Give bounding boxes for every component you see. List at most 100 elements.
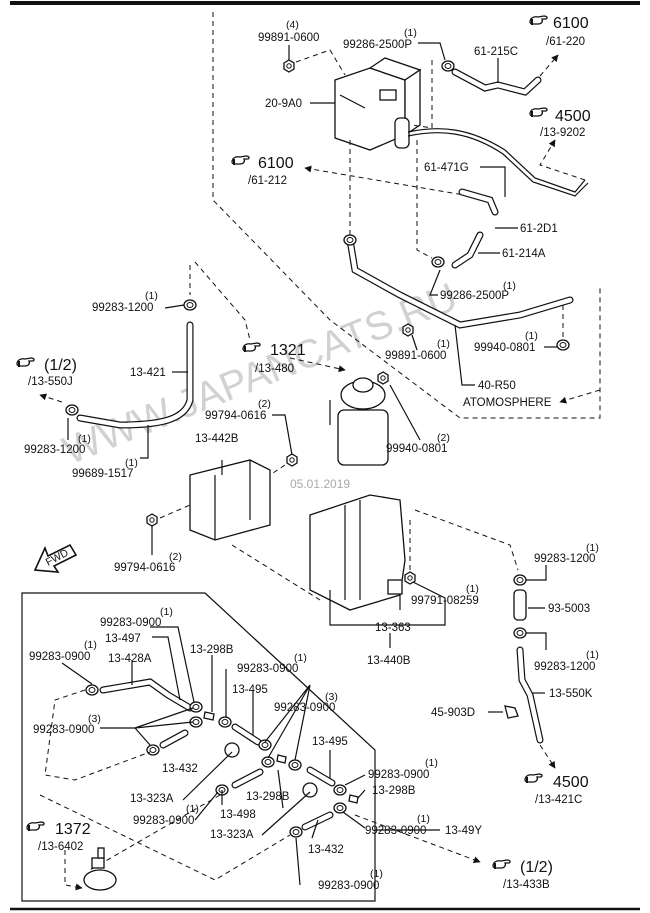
ref-1321-13-480[interactable]: 1321 /13-480 [242, 342, 306, 375]
svg-text:/13-6402: /13-6402 [38, 841, 83, 853]
part-number-label: 99283-0900 [368, 769, 429, 781]
part-quantity: (1) [437, 338, 450, 350]
part-number-label: 13-49Y [445, 825, 482, 837]
part-number-label: 99283-0900 [237, 663, 298, 675]
hose-clamp-icon [289, 826, 303, 838]
part-number-label: 99283-0900 [29, 651, 90, 663]
svg-text:/13-433B: /13-433B [503, 879, 550, 891]
hose-clamp-icon [333, 784, 347, 796]
part-number-label: 13-323A [210, 829, 254, 841]
hose-clamp-icon [85, 684, 99, 696]
part-quantity: (1) [525, 330, 538, 342]
nut-icon [286, 453, 298, 467]
part-number-label: 13-442B [195, 433, 239, 445]
part-quantity: (1) [503, 280, 516, 292]
hand-pointer-icon [529, 107, 549, 118]
hand-pointer-icon [16, 357, 36, 368]
part-quantity: (1) [417, 813, 430, 825]
part-number-label: 13-298B [246, 791, 290, 803]
part-number-label: 99283-1200 [534, 661, 595, 673]
svg-text:/13-421C: /13-421C [535, 794, 582, 806]
nut-icon [402, 323, 414, 337]
svg-text:1372: 1372 [55, 821, 91, 838]
hose-clamp-icon [431, 256, 445, 268]
part-number-label: 99794-0616 [205, 410, 266, 422]
nut-icon [146, 513, 158, 527]
part-number-label: 13-495 [312, 736, 348, 748]
hose-clamp-icon [513, 574, 527, 586]
nut-icon [377, 371, 389, 385]
part-number-label: 99891-0600 [385, 350, 446, 362]
ref-6100-61-212[interactable]: 6100 /61-212 [231, 155, 294, 187]
part-quantity: (1) [294, 652, 307, 664]
part-quantity: (1) [145, 290, 158, 302]
part-number-label: 13-428A [108, 653, 152, 665]
part-number-label: 99689-1517 [72, 468, 133, 480]
part-number-label: 93-5003 [548, 603, 590, 615]
hand-pointer-icon [492, 859, 512, 870]
nut-icon [283, 59, 295, 73]
part-number-label: 61-471G [424, 162, 469, 174]
part-number-label: 99940-0801 [386, 443, 447, 455]
part-quantity: (1) [370, 868, 383, 880]
ref-1-2-13-433b[interactable]: (1/2) /13-433B [492, 859, 553, 891]
hose-clamp-icon [441, 60, 455, 72]
svg-text:1321: 1321 [270, 342, 306, 359]
ref-4500-13-421c[interactable]: 4500 /13-421C [524, 773, 589, 806]
part-quantity: (1) [78, 433, 91, 445]
part-quantity: (1) [404, 27, 417, 39]
bracket-13-440b [309, 494, 406, 611]
part-number-label: 99791-08259 [411, 595, 479, 607]
hose-clamp-icon [218, 716, 232, 728]
part-number-label: 99286-2500P [440, 290, 509, 302]
svg-text:(1/2): (1/2) [44, 357, 77, 374]
part-quantity: (3) [325, 691, 338, 703]
part-quantity: (3) [88, 713, 101, 725]
part-number-label: 13-421 [130, 367, 166, 379]
part-number-label: 99283-1200 [534, 553, 595, 565]
hose-clamp-icon [261, 756, 275, 768]
part-number-label: 99283-0900 [100, 617, 161, 629]
bracket-13-442b [189, 459, 271, 541]
part-quantity: (1) [84, 639, 97, 651]
date-stamp: 05.01.2019 [290, 477, 350, 491]
hose-clamp-icon [343, 234, 357, 246]
svg-text:(1/2): (1/2) [520, 859, 553, 876]
svg-text:/13-550J: /13-550J [28, 376, 73, 388]
svg-text:/61-212: /61-212 [248, 175, 287, 187]
part-number-label: 13-498 [220, 809, 256, 821]
svg-text:4500: 4500 [555, 108, 591, 125]
hose-clamp-icon [65, 404, 79, 416]
hose-clamp-icon [556, 339, 570, 351]
svg-text:/13-9202: /13-9202 [540, 127, 585, 139]
part-number-label: 13-440B [367, 655, 411, 667]
svg-text:6100: 6100 [258, 155, 294, 172]
part-number-label: 61-215C [474, 46, 518, 58]
svg-text:/13-480: /13-480 [255, 363, 294, 375]
ref-1372-13-6402[interactable]: 1372 /13-6402 [26, 821, 91, 853]
part-number-label: 13-323A [130, 793, 174, 805]
part-number-label: 99283-0900 [133, 815, 194, 827]
part-quantity: (1) [466, 583, 479, 595]
part-number-label: 61-214A [502, 248, 546, 260]
part-number-label: 99283-0900 [274, 702, 335, 714]
ref-1-2-13-550j[interactable]: (1/2) /13-550J [16, 357, 77, 388]
ref-6100-61-220[interactable]: 6100 /61-220 [529, 15, 589, 48]
part-number-label: 20-9A0 [265, 98, 302, 110]
part-number-label: 99283-0900 [33, 724, 94, 736]
part-quantity: (4) [286, 19, 299, 31]
hose-clamp-icon [513, 627, 527, 639]
part-quantity: (1) [586, 542, 599, 554]
hand-pointer-icon [524, 773, 544, 784]
ref-4500-13-9202[interactable]: 4500 /13-9202 [529, 107, 591, 139]
part-number-label: 13-495 [232, 684, 268, 696]
part-number-label: 13-432 [308, 844, 344, 856]
assembly-boundary-dashed [212, 12, 601, 419]
part-quantity: (1) [586, 649, 599, 661]
part-number-label: 99283-0900 [365, 825, 426, 837]
purge-valve [83, 847, 117, 891]
part-quantity: (2) [169, 551, 182, 563]
part-quantity: (1) [160, 606, 173, 618]
part-number-label: 13-497 [105, 633, 141, 645]
